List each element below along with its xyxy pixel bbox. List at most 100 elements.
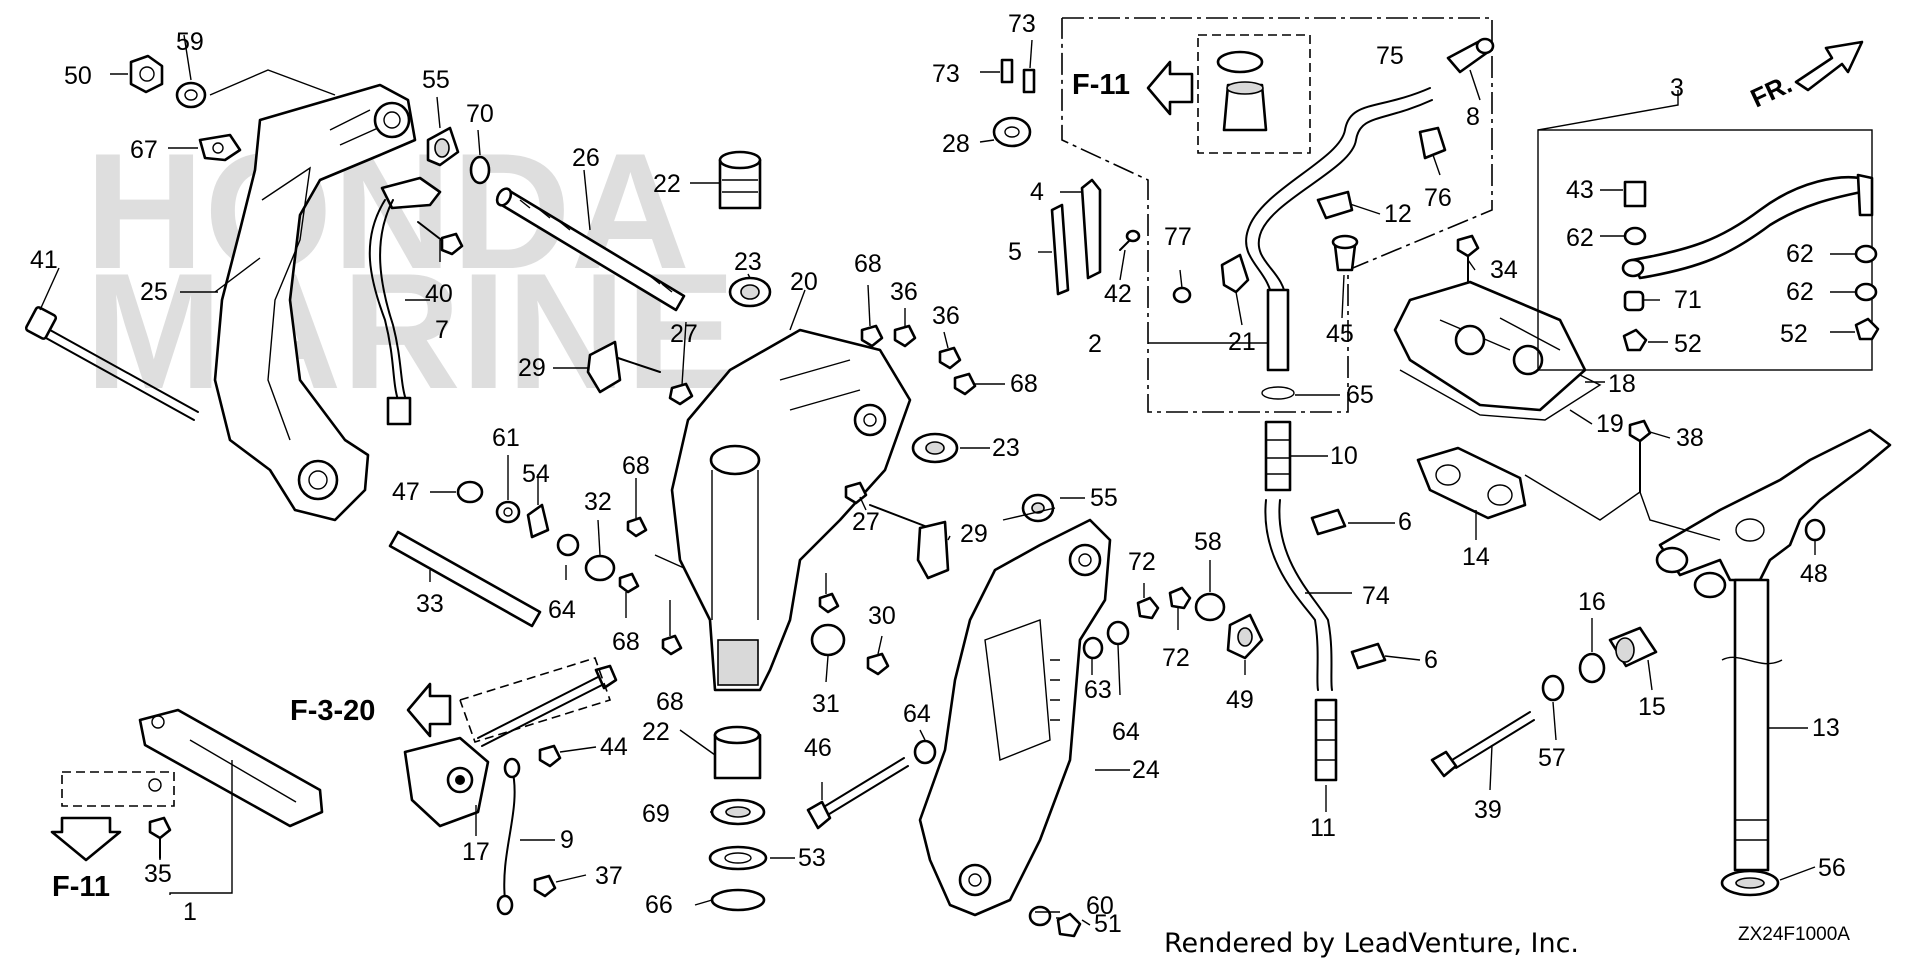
part-60-washer bbox=[1028, 905, 1052, 927]
callout-16: 16 bbox=[1578, 588, 1606, 616]
callout-68-d: 68 bbox=[612, 628, 640, 656]
front-label: FR. bbox=[1746, 69, 1797, 114]
callout-56: 56 bbox=[1818, 854, 1846, 882]
callout-45: 45 bbox=[1326, 320, 1354, 348]
callout-58: 58 bbox=[1194, 528, 1222, 556]
callout-numbers: 1 2 3 4 5 6 6 7 8 9 10 11 12 13 14 15 16… bbox=[30, 10, 1846, 938]
part-49-nut bbox=[1226, 613, 1264, 660]
part-66-plate bbox=[710, 888, 766, 912]
arrow-down-bottom bbox=[50, 816, 122, 862]
part-62-washer-c bbox=[1854, 282, 1878, 302]
watermark-line-2: MARINE bbox=[85, 239, 736, 423]
diagram-code: ZX24F1000A bbox=[1738, 924, 1850, 945]
front-direction-arrow: FR. bbox=[1746, 40, 1864, 114]
callout-40: 40 bbox=[425, 280, 453, 308]
part-47-cap bbox=[456, 480, 484, 504]
callout-6-upper: 6 bbox=[1398, 508, 1412, 536]
callout-19: 19 bbox=[1596, 410, 1624, 438]
reference-f11-bottom: F-11 bbox=[52, 871, 110, 903]
callout-39: 39 bbox=[1474, 796, 1502, 824]
callout-54: 54 bbox=[522, 460, 550, 488]
part-18-cover bbox=[1393, 280, 1587, 412]
part-15-bushing bbox=[1608, 626, 1658, 668]
part-52-nut-b bbox=[1854, 317, 1880, 341]
part-34-bolt bbox=[1456, 234, 1480, 286]
part-33-rod bbox=[388, 530, 542, 628]
callout-29-left: 29 bbox=[518, 354, 546, 382]
callout-3: 3 bbox=[1670, 74, 1684, 102]
part-52-nut-a bbox=[1622, 328, 1648, 352]
callout-26: 26 bbox=[572, 144, 600, 172]
part-42-screw bbox=[1119, 229, 1141, 251]
callout-50: 50 bbox=[64, 62, 92, 90]
part-38-bolt bbox=[1628, 419, 1652, 493]
part-50-nut bbox=[129, 54, 164, 94]
callout-12: 12 bbox=[1384, 200, 1412, 228]
callout-52-a: 52 bbox=[1674, 330, 1702, 358]
part-23-bushing-left bbox=[728, 276, 772, 308]
part-55-bushing-top bbox=[426, 126, 460, 167]
part-14-clamp bbox=[1416, 446, 1527, 520]
part-long-bolt-dashed bbox=[477, 664, 618, 747]
callout-23-left: 23 bbox=[734, 248, 762, 276]
callout-55-top: 55 bbox=[422, 66, 450, 94]
part-37-bolt bbox=[533, 874, 557, 898]
callout-61: 61 bbox=[492, 424, 520, 452]
callout-32: 32 bbox=[584, 488, 612, 516]
part-12-clamp bbox=[1316, 190, 1354, 220]
part-48-cap bbox=[1804, 518, 1826, 542]
part-21-clamp bbox=[1220, 253, 1250, 294]
part-35-bolt bbox=[148, 816, 172, 859]
part-76-clip bbox=[1418, 126, 1447, 160]
part-68-bolt-c bbox=[626, 516, 648, 538]
part-77-screw bbox=[1172, 286, 1192, 304]
part-44-bolt bbox=[538, 744, 562, 768]
part-56-washer bbox=[1720, 869, 1780, 897]
part-31-collar bbox=[810, 623, 846, 657]
part-65-clip bbox=[1261, 386, 1295, 400]
part-20-swivel-case bbox=[670, 328, 912, 692]
callout-68-c: 68 bbox=[622, 452, 650, 480]
part-64-washer-right bbox=[1106, 620, 1130, 646]
leader-lines bbox=[39, 34, 1855, 926]
callout-1: 1 bbox=[183, 898, 197, 926]
dashed-box-bolt bbox=[459, 657, 612, 743]
callout-24: 24 bbox=[1132, 756, 1160, 784]
hose-kit-outline bbox=[1061, 17, 1493, 413]
part-13-steering-arm bbox=[1655, 428, 1892, 872]
callout-5: 5 bbox=[1008, 238, 1022, 266]
arrow-left-mid bbox=[406, 682, 452, 738]
callout-7: 7 bbox=[435, 316, 449, 344]
part-25-stern-bracket-left bbox=[213, 83, 417, 522]
part-69-seal bbox=[710, 798, 766, 826]
callout-36-a: 36 bbox=[890, 278, 918, 306]
part-10-fitting bbox=[1264, 420, 1292, 492]
callout-71: 71 bbox=[1674, 286, 1702, 314]
callout-42: 42 bbox=[1104, 280, 1132, 308]
part-68-bolt-b bbox=[953, 372, 977, 396]
callout-73-b: 73 bbox=[932, 60, 960, 88]
callout-9: 9 bbox=[560, 826, 574, 854]
callout-62-c: 62 bbox=[1786, 278, 1814, 306]
callout-27-right: 27 bbox=[852, 508, 880, 536]
part-36-bolt-a bbox=[893, 324, 917, 348]
part-5-plate bbox=[1050, 203, 1070, 296]
part-62-washer-b bbox=[1854, 244, 1878, 264]
callout-34: 34 bbox=[1490, 256, 1518, 284]
callout-11: 11 bbox=[1310, 814, 1336, 842]
part-75-hose bbox=[1245, 87, 1433, 301]
part-45-fitting bbox=[1331, 234, 1359, 272]
callout-15: 15 bbox=[1638, 693, 1666, 721]
part-73-pin-b bbox=[1022, 68, 1036, 94]
callout-13: 13 bbox=[1812, 714, 1840, 742]
callout-47: 47 bbox=[392, 478, 420, 506]
callout-48: 48 bbox=[1800, 560, 1828, 588]
callout-59: 59 bbox=[176, 28, 204, 56]
callout-30: 30 bbox=[868, 602, 896, 630]
part-41-bolt bbox=[24, 306, 199, 421]
part-7-switch-cable bbox=[368, 176, 442, 426]
callout-4: 4 bbox=[1030, 178, 1044, 206]
callout-70: 70 bbox=[466, 100, 494, 128]
callout-63: 63 bbox=[1084, 676, 1112, 704]
callout-8: 8 bbox=[1466, 103, 1480, 131]
